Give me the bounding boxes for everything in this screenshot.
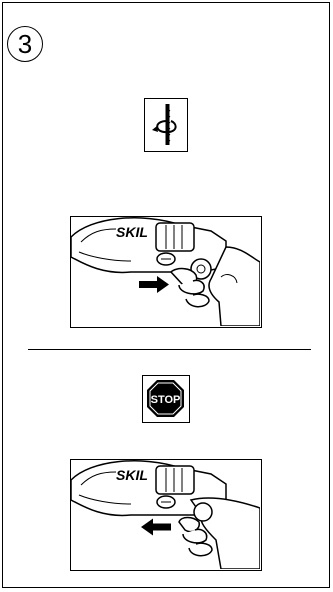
brand-logo-top: SKIL — [116, 224, 148, 240]
drill-trigger-release-panel: SKIL — [70, 459, 262, 571]
drill-rotation-icon — [144, 98, 188, 152]
page-frame — [2, 2, 330, 588]
section-divider — [28, 349, 311, 350]
drill-trigger-press-panel: SKIL — [70, 216, 262, 328]
brand-logo-bottom: SKIL — [116, 467, 148, 483]
stop-sign-label: STOP — [151, 394, 181, 406]
step-number-badge: 3 — [7, 26, 43, 62]
arrow-right-icon — [139, 276, 169, 293]
stop-sign-icon: STOP — [142, 375, 190, 423]
step-number: 3 — [17, 29, 33, 59]
arrow-left-icon — [141, 518, 171, 536]
